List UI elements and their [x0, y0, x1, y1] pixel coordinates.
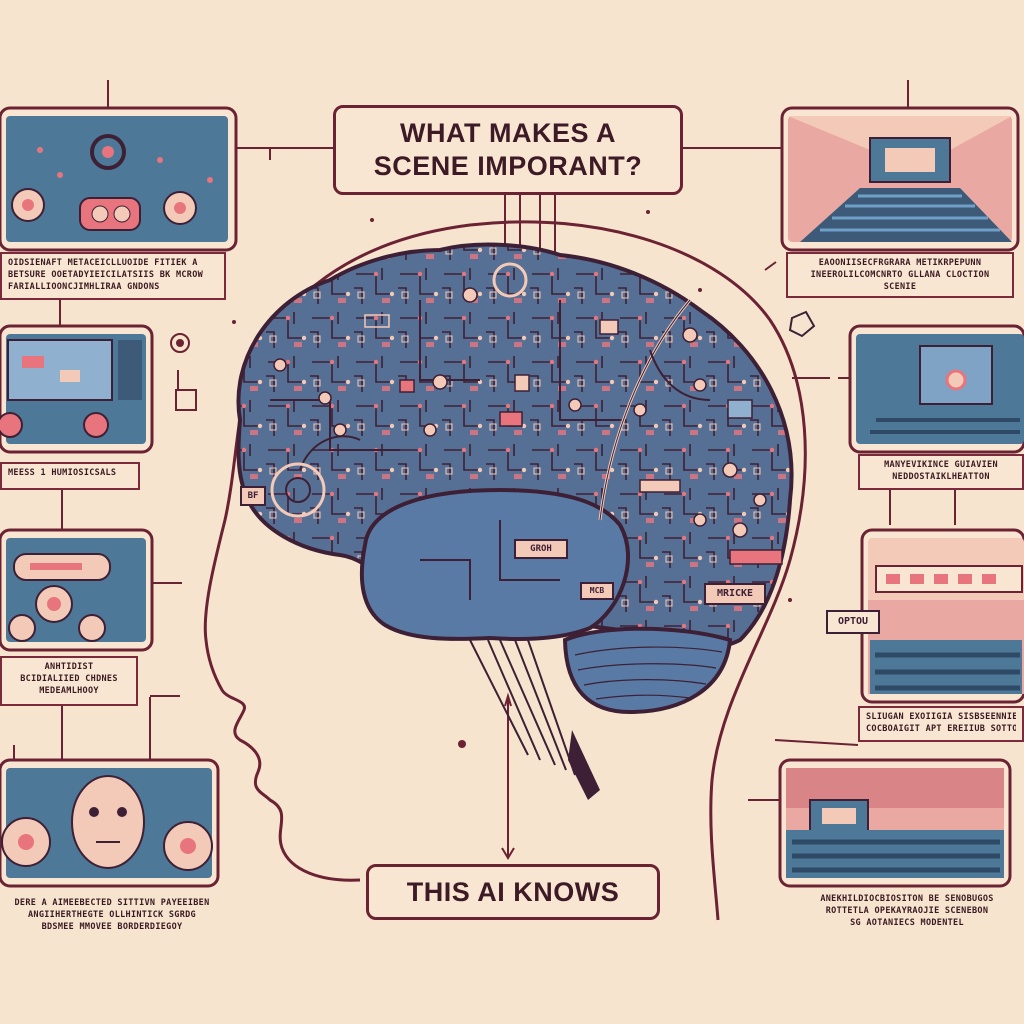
caption-line: INEEROLILCOMCNRTO GLLANA CLOCTION	[810, 270, 990, 280]
panel-right-1	[780, 106, 1020, 252]
panel-left-1	[0, 106, 238, 252]
brain-label: GROH	[514, 539, 568, 559]
caption-line: ANHTIDIST	[44, 662, 94, 672]
caption-line: SLIUGAN EXOIIGIA SISBSEENNIE	[866, 712, 1016, 722]
footer-label: THIS AI KNOWS	[406, 876, 620, 907]
caption-left-4: DERE A AIMEEBECTED SITTIVN PAYEEIBEN ANG…	[0, 894, 224, 938]
caption-line: SCENIE	[883, 282, 917, 292]
brain-circuit-details	[270, 262, 711, 600]
caption-line: EAOONIISECFRGRARA METIKRPEPUNN	[818, 258, 982, 268]
caption-line: NEDDOSTAIKLHEATTON	[892, 472, 990, 482]
title-line-1: WHAT MAKES A	[400, 118, 616, 148]
caption-line: BCIDIALIIED CHDNES	[20, 674, 118, 684]
caption-line: MANYEVIKINCE GUIAVIEN	[884, 460, 998, 470]
caption-right-1: EAOONIISECFRGRARA METIKRPEPUNN INEEROLIL…	[786, 252, 1014, 298]
caption-right-3: SLIUGAN EXOIIGIA SISBSEENNIE COCBOAIGIT …	[858, 706, 1024, 742]
panel-left-2	[0, 324, 154, 454]
panel-left-4	[0, 758, 220, 888]
brain-temporal-lobe	[359, 487, 630, 641]
brain-label: BF	[240, 486, 266, 506]
caption-line: ROTTETLA OPEKAYRAOJIE SCENEBON	[825, 906, 989, 916]
brain-label: MRICKE	[704, 583, 766, 605]
panel-right-3	[860, 528, 1024, 704]
title-line-2: SCENE IMPORANT?	[373, 151, 643, 181]
caption-line: OIDSIENAFT METACEICLLUOIDE FITIEK A	[8, 258, 198, 268]
brain-stem	[469, 639, 576, 776]
caption-line: FARIALLIOONCJIMHLIRAA GNDONS	[8, 282, 160, 292]
connector-node	[176, 339, 184, 347]
brain-stem-tip	[568, 730, 600, 800]
brain-label: OPTOU	[826, 610, 880, 634]
panel-left-3	[0, 528, 154, 652]
caption-left-1: OIDSIENAFT METACEICLLUOIDE FITIEK A BETS…	[0, 252, 226, 300]
title-box: WHAT MAKES A SCENE IMPORANT?	[333, 105, 683, 195]
caption-line: MEESS 1 HUMIOSICSALS	[8, 468, 117, 478]
panel-right-4	[778, 758, 1012, 888]
crystal-icon	[788, 310, 816, 338]
caption-line: BETSURE OOETADYIEICILATSIIS BK MCROW	[8, 270, 204, 280]
caption-left-3: ANHTIDIST BCIDIALIIED CHDNES MEDEAMLHOOY	[0, 656, 138, 706]
caption-right-2: MANYEVIKINCE GUIAVIEN NEDDOSTAIKLHEATTON	[858, 454, 1024, 490]
brain-cerebellum	[562, 626, 733, 715]
caption-line: BDSMEE MMOVEE BORDERDIEGOY	[41, 922, 183, 932]
caption-left-2: MEESS 1 HUMIOSICSALS	[0, 462, 140, 490]
connector-node	[170, 333, 190, 353]
caption-right-4: ANEKHILDIOCBIOSITON BE SENOBUGOS ROTTETL…	[796, 890, 1018, 936]
cerebellum-lines	[574, 646, 723, 700]
panel-right-2	[848, 324, 1024, 454]
caption-line: COCBOAIGIT APT EREIIUB SOTTOW	[866, 724, 1016, 734]
caption-line: ANEKHILDIOCBIOSITON BE SENOBUGOS	[820, 894, 994, 904]
caption-line: MEDEAMLHOOY	[39, 686, 99, 696]
caption-line: ANGIIHERTHEGTE OLLHINTICK SGRDG	[28, 910, 196, 920]
footer-label-box: THIS AI KNOWS	[366, 864, 660, 920]
brain-nodes	[273, 287, 767, 538]
caption-line: SG AOTANIECS MODENTEL	[850, 918, 964, 928]
caption-line: DERE A AIMEEBECTED SITTIVN PAYEEIBEN	[14, 898, 210, 908]
connector-lines	[13, 80, 956, 860]
brain-label: MCB	[580, 582, 614, 600]
brain-chips	[364, 314, 783, 565]
